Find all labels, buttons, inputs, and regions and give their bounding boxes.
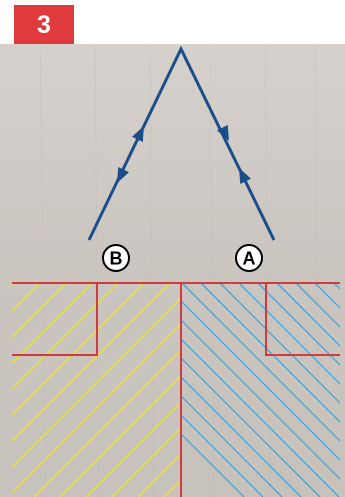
hatch-line-left bbox=[33, 349, 181, 497]
point-a-label: A bbox=[243, 249, 256, 269]
hatch-line-left bbox=[12, 323, 181, 494]
hatch-line-left bbox=[12, 283, 67, 338]
hatch-line-right bbox=[181, 395, 283, 497]
point-a-marker: A bbox=[235, 244, 263, 272]
hatch-line-right bbox=[257, 283, 340, 366]
direction-arrow-icon bbox=[239, 167, 252, 185]
hatch-line-left bbox=[111, 427, 181, 497]
surface-background bbox=[0, 44, 345, 497]
point-b-label: B bbox=[110, 249, 123, 269]
hatch-line-left bbox=[12, 283, 171, 442]
hatch-line-right bbox=[181, 357, 321, 497]
hatch-line-left bbox=[85, 401, 181, 497]
hatch-line-right bbox=[181, 319, 340, 480]
surface-grain bbox=[39, 44, 319, 497]
hatch-line-right bbox=[238, 283, 340, 385]
direction-arrow-icon bbox=[216, 124, 229, 142]
hatching-diagram: B A bbox=[0, 44, 345, 497]
direction-arrows bbox=[117, 124, 252, 185]
hatch-line-left bbox=[12, 283, 119, 390]
hatch-line-right bbox=[200, 283, 340, 423]
hatch-line-left bbox=[137, 453, 181, 497]
hatch-line-right bbox=[276, 283, 340, 347]
hatch-line-left bbox=[12, 297, 181, 468]
direction-arrow-icon bbox=[131, 125, 144, 143]
hatch-line-right bbox=[181, 376, 302, 497]
panel-outlines bbox=[12, 282, 340, 497]
hatch-line-right bbox=[181, 433, 245, 497]
point-b-marker: B bbox=[102, 244, 130, 272]
hatch-line-right bbox=[181, 338, 340, 497]
left-hatch-area bbox=[12, 283, 181, 497]
hatch-line-left bbox=[12, 283, 145, 416]
hatch-line-right bbox=[219, 283, 340, 404]
hatch-line-left bbox=[12, 283, 93, 364]
hatch-line-right bbox=[181, 414, 264, 497]
hatch-line-left bbox=[59, 375, 181, 497]
right-hatch-area bbox=[181, 283, 340, 497]
hatch-line-right bbox=[181, 300, 340, 461]
step-number-badge: 3 bbox=[14, 5, 74, 45]
direction-arrow-icon bbox=[117, 166, 130, 184]
hatch-line-right bbox=[295, 283, 340, 328]
hatch-line-right bbox=[181, 283, 340, 442]
